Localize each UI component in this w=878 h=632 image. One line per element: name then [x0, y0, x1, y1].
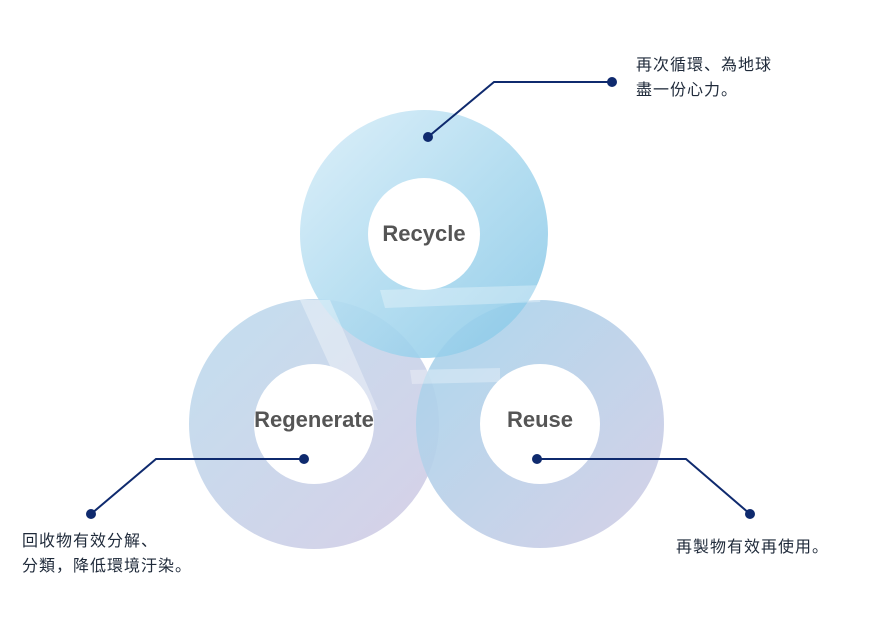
- note-regenerate-line-2: 分類，降低環境汙染。: [22, 556, 193, 575]
- connector-regenerate-end-dot: [86, 509, 96, 519]
- note-recycle-line-1: 再次循環、為地球: [636, 55, 773, 74]
- connector-reuse-start-dot: [532, 454, 542, 464]
- node-label-recycle: Recycle: [382, 221, 465, 246]
- note-recycle: 再次循環、為地球 盡一份心力。: [636, 52, 772, 102]
- note-reuse: 再製物有效再使用。: [676, 534, 829, 559]
- node-label-regenerate: Regenerate: [254, 407, 374, 432]
- note-recycle-line-2: 盡一份心力。: [636, 80, 739, 99]
- loop-top-ring: [300, 110, 548, 358]
- ribbon-highlight-right: [410, 368, 500, 384]
- ribbon-highlight-left: [300, 300, 378, 410]
- note-regenerate-line-1: 回收物有效分解、: [22, 531, 159, 550]
- connector-regenerate: [86, 454, 309, 519]
- connector-reuse: [532, 454, 755, 519]
- node-label-reuse: Reuse: [507, 407, 573, 432]
- ribbon-highlight-center: [380, 285, 545, 308]
- connector-recycle-start-dot: [423, 132, 433, 142]
- connector-reuse-end-dot: [745, 509, 755, 519]
- loop-right-ring: [416, 300, 664, 548]
- connector-regenerate-start-dot: [299, 454, 309, 464]
- note-reuse-line-1: 再製物有效再使用。: [676, 537, 830, 556]
- loop-left-ring: [189, 299, 439, 549]
- note-regenerate: 回收物有效分解、 分類，降低環境汙染。: [22, 528, 192, 578]
- connector-recycle-end-dot: [607, 77, 617, 87]
- connector-recycle: [423, 77, 617, 142]
